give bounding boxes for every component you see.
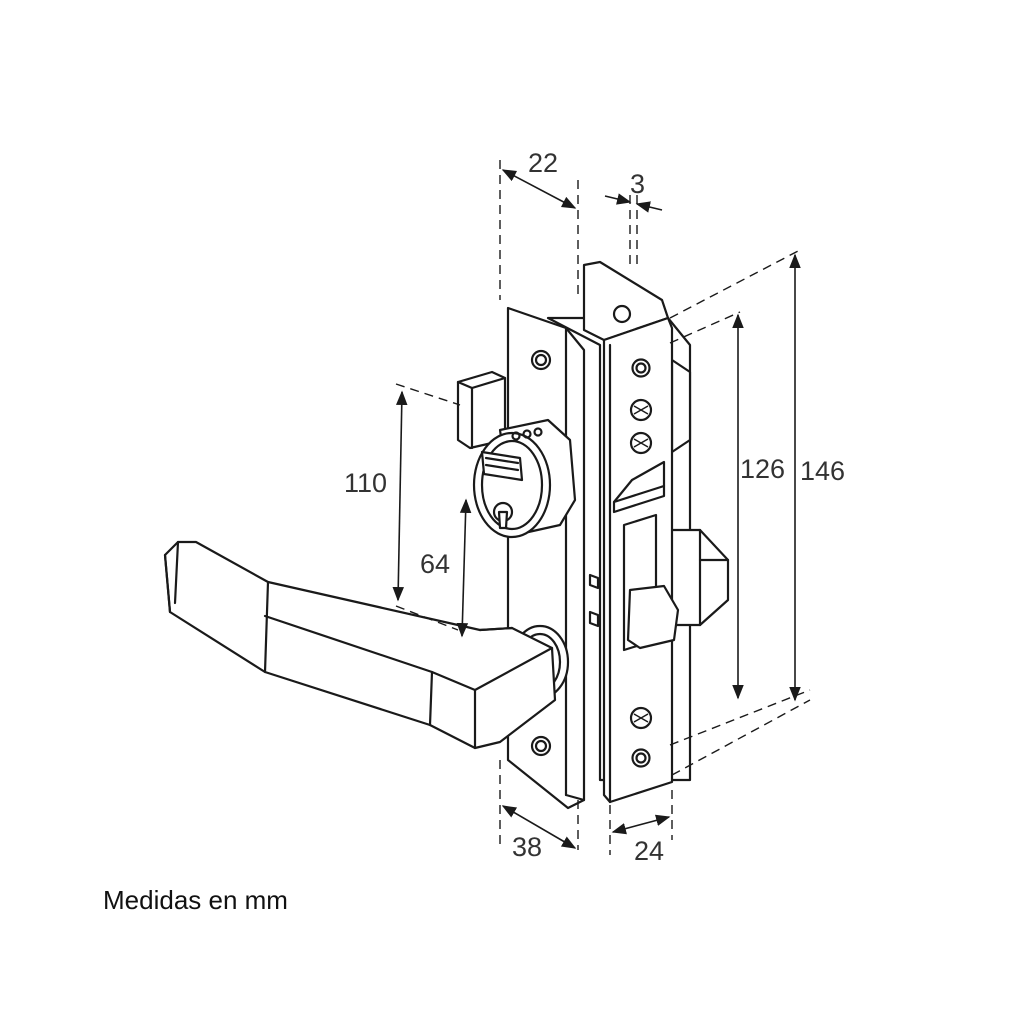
back-faceplate (506, 306, 586, 810)
dim-3-label: 3 (630, 169, 645, 199)
dim-64-label: 64 (420, 549, 450, 579)
front-faceplate (582, 260, 680, 804)
dim-126-label: 126 (740, 454, 785, 484)
latch-block (668, 528, 730, 627)
lever-handle (163, 540, 570, 750)
units-caption: Medidas en mm (103, 885, 288, 915)
dim-146-label: 146 (800, 456, 845, 486)
dimension-lines (392, 169, 801, 849)
dimension-labels: 22 3 110 64 126 146 38 24 (344, 148, 845, 866)
dim-110-label: 110 (344, 468, 387, 498)
key-cylinder (472, 418, 577, 539)
dim-38-label: 38 (512, 832, 542, 862)
dim-22-label: 22 (528, 148, 558, 178)
dim-24-label: 24 (634, 836, 664, 866)
extension-lines (395, 160, 811, 855)
